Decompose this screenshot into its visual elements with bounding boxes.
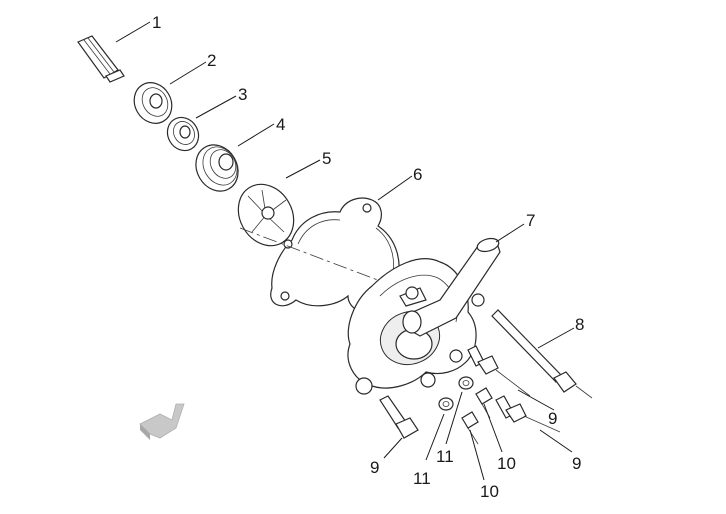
part-9-bolt-right <box>495 395 561 433</box>
part-11-washer-upper <box>458 376 474 390</box>
callout-7: 7 <box>526 211 535 230</box>
part-8-long-bolt <box>491 309 593 399</box>
callout-11-mid: 11 <box>436 447 454 466</box>
callout-2: 2 <box>207 51 216 70</box>
callout-11-left: 11 <box>413 469 431 488</box>
callout-5: 5 <box>322 149 331 168</box>
part-2-bearing <box>133 82 173 124</box>
callout-8: 8 <box>575 315 584 334</box>
part-7-hose <box>402 237 501 337</box>
part-1-shaft <box>77 35 125 83</box>
callout-9-mid: 9 <box>548 409 557 428</box>
part-10-bolt-upper <box>475 387 493 419</box>
direction-arrow-icon <box>139 403 185 440</box>
callout-6: 6 <box>413 165 422 184</box>
part-9-bolt-left <box>379 395 419 439</box>
callout-10-right: 10 <box>497 454 516 473</box>
part-4-seal <box>195 144 239 192</box>
callout-9-left: 9 <box>370 458 379 477</box>
part-5-impeller <box>237 183 295 247</box>
part-10-bolt-lower <box>461 411 479 445</box>
callout-9-right: 9 <box>572 454 581 473</box>
callout-3: 3 <box>238 85 247 104</box>
callout-1: 1 <box>152 13 161 32</box>
callout-4: 4 <box>276 115 285 134</box>
part-3-bearing <box>166 116 200 152</box>
leader-lines <box>115 21 575 481</box>
callout-10-bottom: 10 <box>480 482 499 501</box>
part-9-bolt-mid <box>467 345 531 397</box>
part-11-washer-lower <box>438 397 454 411</box>
